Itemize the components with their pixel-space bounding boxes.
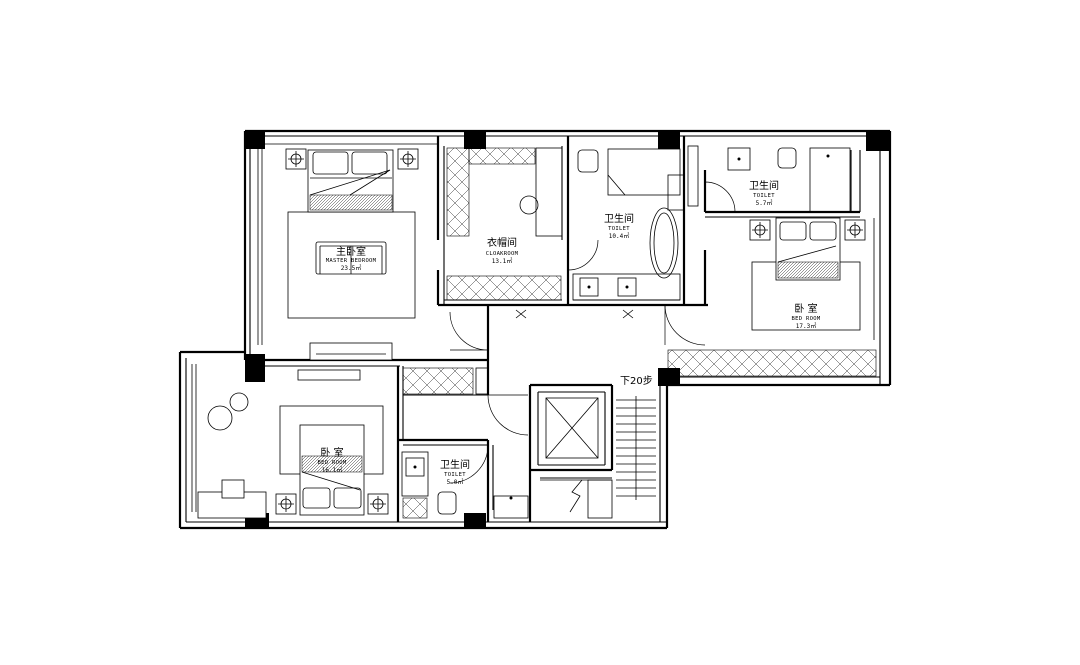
room-area: 16.1㎡ bbox=[322, 466, 342, 474]
sofa bbox=[315, 241, 387, 275]
chair bbox=[221, 479, 245, 499]
room-label-cn: 衣帽间 bbox=[487, 236, 517, 249]
room-area: 23.5㎡ bbox=[341, 264, 361, 272]
nightstand bbox=[367, 493, 389, 515]
room-label-en: BED ROOM bbox=[792, 316, 821, 322]
wc-icon bbox=[577, 149, 599, 173]
room-label-cn: 主卧室 bbox=[336, 245, 366, 258]
stair-core: 下20步 bbox=[540, 375, 656, 519]
armchair bbox=[207, 405, 233, 431]
nightstand-left bbox=[285, 148, 307, 170]
room-label-cn: 卫生间 bbox=[604, 212, 634, 225]
bed bbox=[775, 217, 841, 281]
wc-icon bbox=[777, 147, 797, 169]
room-area: 10.4㎡ bbox=[609, 232, 629, 240]
storage bbox=[402, 367, 474, 395]
wardrobe bbox=[667, 349, 877, 377]
room-label-cn: 卫生间 bbox=[749, 179, 779, 192]
ceiling-light bbox=[515, 309, 527, 319]
toilet-right: 卫生间 TOILET 5.7㎡ bbox=[667, 145, 851, 213]
room-label-en: CLOAKROOM bbox=[486, 251, 519, 257]
bed bbox=[299, 424, 365, 516]
master-bedroom: 主卧室 MASTER BEDROOM 23.5㎡ bbox=[257, 143, 438, 361]
side-table bbox=[229, 392, 249, 412]
outer-walls bbox=[178, 129, 892, 530]
ceiling-light bbox=[622, 309, 634, 319]
bathtub-icon bbox=[649, 207, 679, 279]
room-label-en: MASTER BEDROOM bbox=[326, 258, 377, 264]
elevator bbox=[545, 397, 599, 459]
room-label-cn: 卫生间 bbox=[440, 458, 470, 471]
bedroom-right: 卧 室 BED ROOM 17.3㎡ bbox=[664, 217, 877, 377]
nightstand-right bbox=[397, 148, 419, 170]
room-label-cn: 卧 室 bbox=[794, 302, 817, 315]
toilet-small: 卫生间 TOILET 5.0㎡ bbox=[401, 444, 529, 519]
cloakroom: 衣帽间 CLOAKROOM 13.1㎡ bbox=[446, 147, 599, 301]
room-label-en: TOILET bbox=[444, 472, 466, 478]
nightstand bbox=[844, 219, 866, 241]
room-area: 5.7㎡ bbox=[756, 199, 773, 207]
room-label-en: TOILET bbox=[753, 193, 775, 199]
nightstand bbox=[749, 219, 771, 241]
room-label-en: BED ROOM bbox=[318, 460, 347, 466]
nightstand bbox=[275, 493, 297, 515]
wc-icon bbox=[437, 491, 457, 515]
stairs bbox=[540, 396, 656, 519]
stairs-label: 下20步 bbox=[620, 375, 653, 387]
interior-walls bbox=[265, 136, 861, 522]
room-label-en: TOILET bbox=[608, 226, 630, 232]
master-bed bbox=[307, 149, 394, 213]
toilet-center: 卫生间 TOILET 10.4㎡ bbox=[572, 148, 681, 301]
room-area: 5.0㎡ bbox=[447, 478, 464, 486]
bedroom-left: 卧 室 BED ROOM 16.1㎡ bbox=[191, 364, 389, 519]
room-area: 13.1㎡ bbox=[492, 257, 512, 265]
hall bbox=[402, 305, 666, 436]
tv-console bbox=[309, 342, 393, 361]
room-area: 17.3㎡ bbox=[796, 322, 816, 330]
ottoman bbox=[519, 195, 539, 215]
tv-console bbox=[297, 369, 361, 381]
room-label-cn: 卧 室 bbox=[320, 446, 343, 459]
